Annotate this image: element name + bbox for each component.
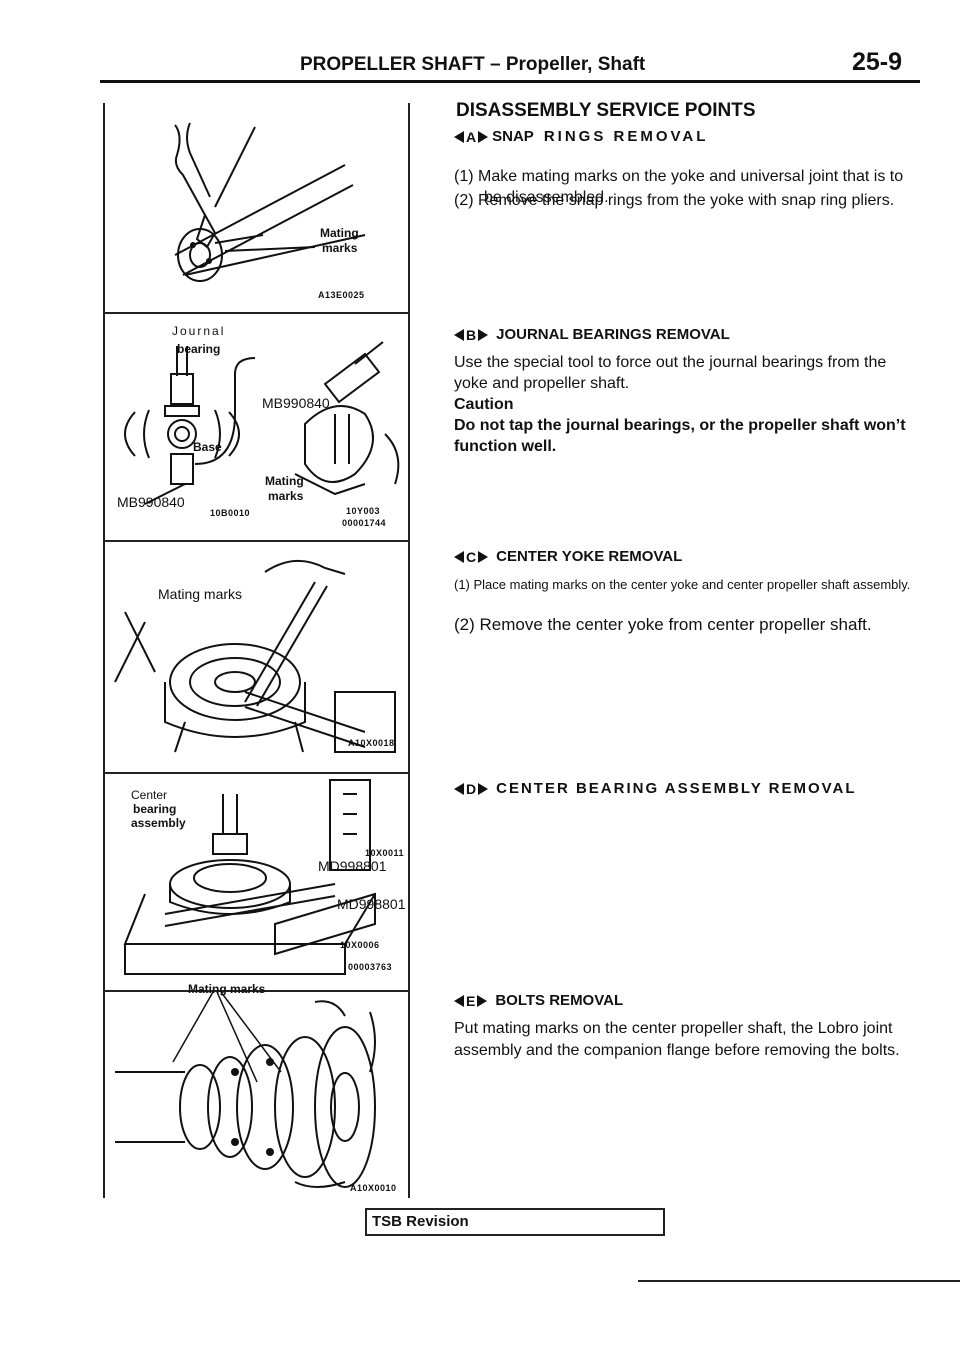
section-title: DISASSEMBLY SERVICE POINTS <box>456 100 756 121</box>
item-c-title: CENTER YOKE REMOVAL <box>496 548 683 565</box>
item-badge: E <box>454 993 488 1009</box>
center-yoke-removal-illustration <box>114 559 396 753</box>
item-b-title: JOURNAL BEARINGS REMOVAL <box>496 326 730 343</box>
figure-separator <box>103 312 410 314</box>
label-mating: Mating <box>320 226 359 240</box>
label-mating-marks: Mating marks <box>188 982 266 996</box>
label-marks: marks <box>268 489 304 503</box>
item-b-caution-text: Do not tap the journal bearings, or the … <box>454 417 906 455</box>
item-e-text: Put mating marks on the center propeller… <box>454 1020 900 1059</box>
left-arrow-icon <box>454 550 464 563</box>
right-arrow-icon <box>478 550 489 563</box>
tsb-revision-box <box>365 1208 665 1236</box>
snap-ring-pliers-illustration <box>174 122 366 282</box>
label-center: Center <box>131 788 168 802</box>
item-a-snap: SNAP <box>492 128 534 145</box>
item-a-title: RINGS REMOVAL <box>543 128 709 145</box>
figure-code: 00003763 <box>348 962 393 972</box>
page-header-title: PROPELLER SHAFT – Propeller, Shaft <box>300 54 646 75</box>
label-assembly: assembly <box>131 816 186 830</box>
item-badge: D <box>454 781 489 797</box>
label-base: Base <box>193 440 222 454</box>
label-mating: Mating <box>265 474 304 488</box>
item-c-heading: C CENTER YOKE REMOVAL <box>454 548 682 565</box>
figure-code: 00001744 <box>342 518 387 528</box>
item-b-heading: B JOURNAL BEARINGS REMOVAL <box>454 326 730 343</box>
figure-code: 10Y003 <box>346 506 381 516</box>
figure-code: A10X0010 <box>350 1183 397 1193</box>
figure-separator <box>103 990 410 992</box>
label-journal: Journal <box>172 324 226 338</box>
right-arrow-icon <box>477 994 488 1007</box>
item-c-step-2: (2) Remove the center yoke from center p… <box>454 615 872 634</box>
label-bearing: bearing <box>177 342 221 356</box>
item-a-step-2: (2) Remove the snap rings from the yoke … <box>454 192 895 209</box>
left-arrow-icon <box>454 328 464 341</box>
label-mating-marks: Mating marks <box>158 586 243 602</box>
figure-separator <box>103 772 410 774</box>
figure-code: 10B0010 <box>210 508 251 518</box>
figure-column <box>103 103 410 1198</box>
companion-flange-illustration <box>115 992 376 1188</box>
item-a-heading: A SNAP RINGS REMOVAL <box>454 128 708 145</box>
label-tool-md998801: MD998801 <box>318 858 387 874</box>
label-tool-md998801: MD998801 <box>337 896 406 912</box>
left-arrow-icon <box>454 130 464 143</box>
page-number: 25-9 <box>852 48 903 76</box>
figure-separator <box>103 540 410 542</box>
header-rule <box>100 80 920 83</box>
item-c-step-1: (1) Place mating marks on the center yok… <box>454 577 911 592</box>
item-a-step-1: (1) Make mating marks on the yoke and un… <box>454 168 904 206</box>
right-arrow-icon <box>478 782 489 795</box>
left-arrow-icon <box>454 994 464 1007</box>
item-d-heading: D CENTER BEARING ASSEMBLY REMOVAL <box>454 780 857 797</box>
footer-rule <box>638 1280 960 1282</box>
figure-code: A10X0018 <box>348 738 395 748</box>
right-arrow-icon <box>478 130 489 143</box>
item-badge: A <box>454 129 489 145</box>
item-e-heading: E BOLTS REMOVAL <box>454 992 623 1009</box>
center-bearing-removal-illustration <box>123 779 376 975</box>
label-tool-mb990840: MB990840 <box>262 395 330 411</box>
figure-code: 10X0006 <box>340 940 380 950</box>
item-badge: B <box>454 327 489 343</box>
journal-bearing-removal-illustration <box>124 341 400 505</box>
label-tool-mb990840: MB990840 <box>117 494 185 510</box>
figure-code: A13E0025 <box>318 290 365 300</box>
item-b-caution-label: Caution <box>454 396 514 413</box>
item-b-text: Use the special tool to force out the jo… <box>454 354 887 392</box>
item-d-title: CENTER BEARING ASSEMBLY REMOVAL <box>496 780 857 797</box>
figure-code: 10X0011 <box>365 848 405 858</box>
right-arrow-icon <box>478 328 489 341</box>
item-badge: C <box>454 549 489 565</box>
tsb-revision-label: TSB Revision <box>372 1213 469 1230</box>
label-marks: marks <box>322 241 358 255</box>
label-bearing: bearing <box>133 802 177 816</box>
left-arrow-icon <box>454 782 464 795</box>
item-e-title: BOLTS REMOVAL <box>495 992 624 1009</box>
